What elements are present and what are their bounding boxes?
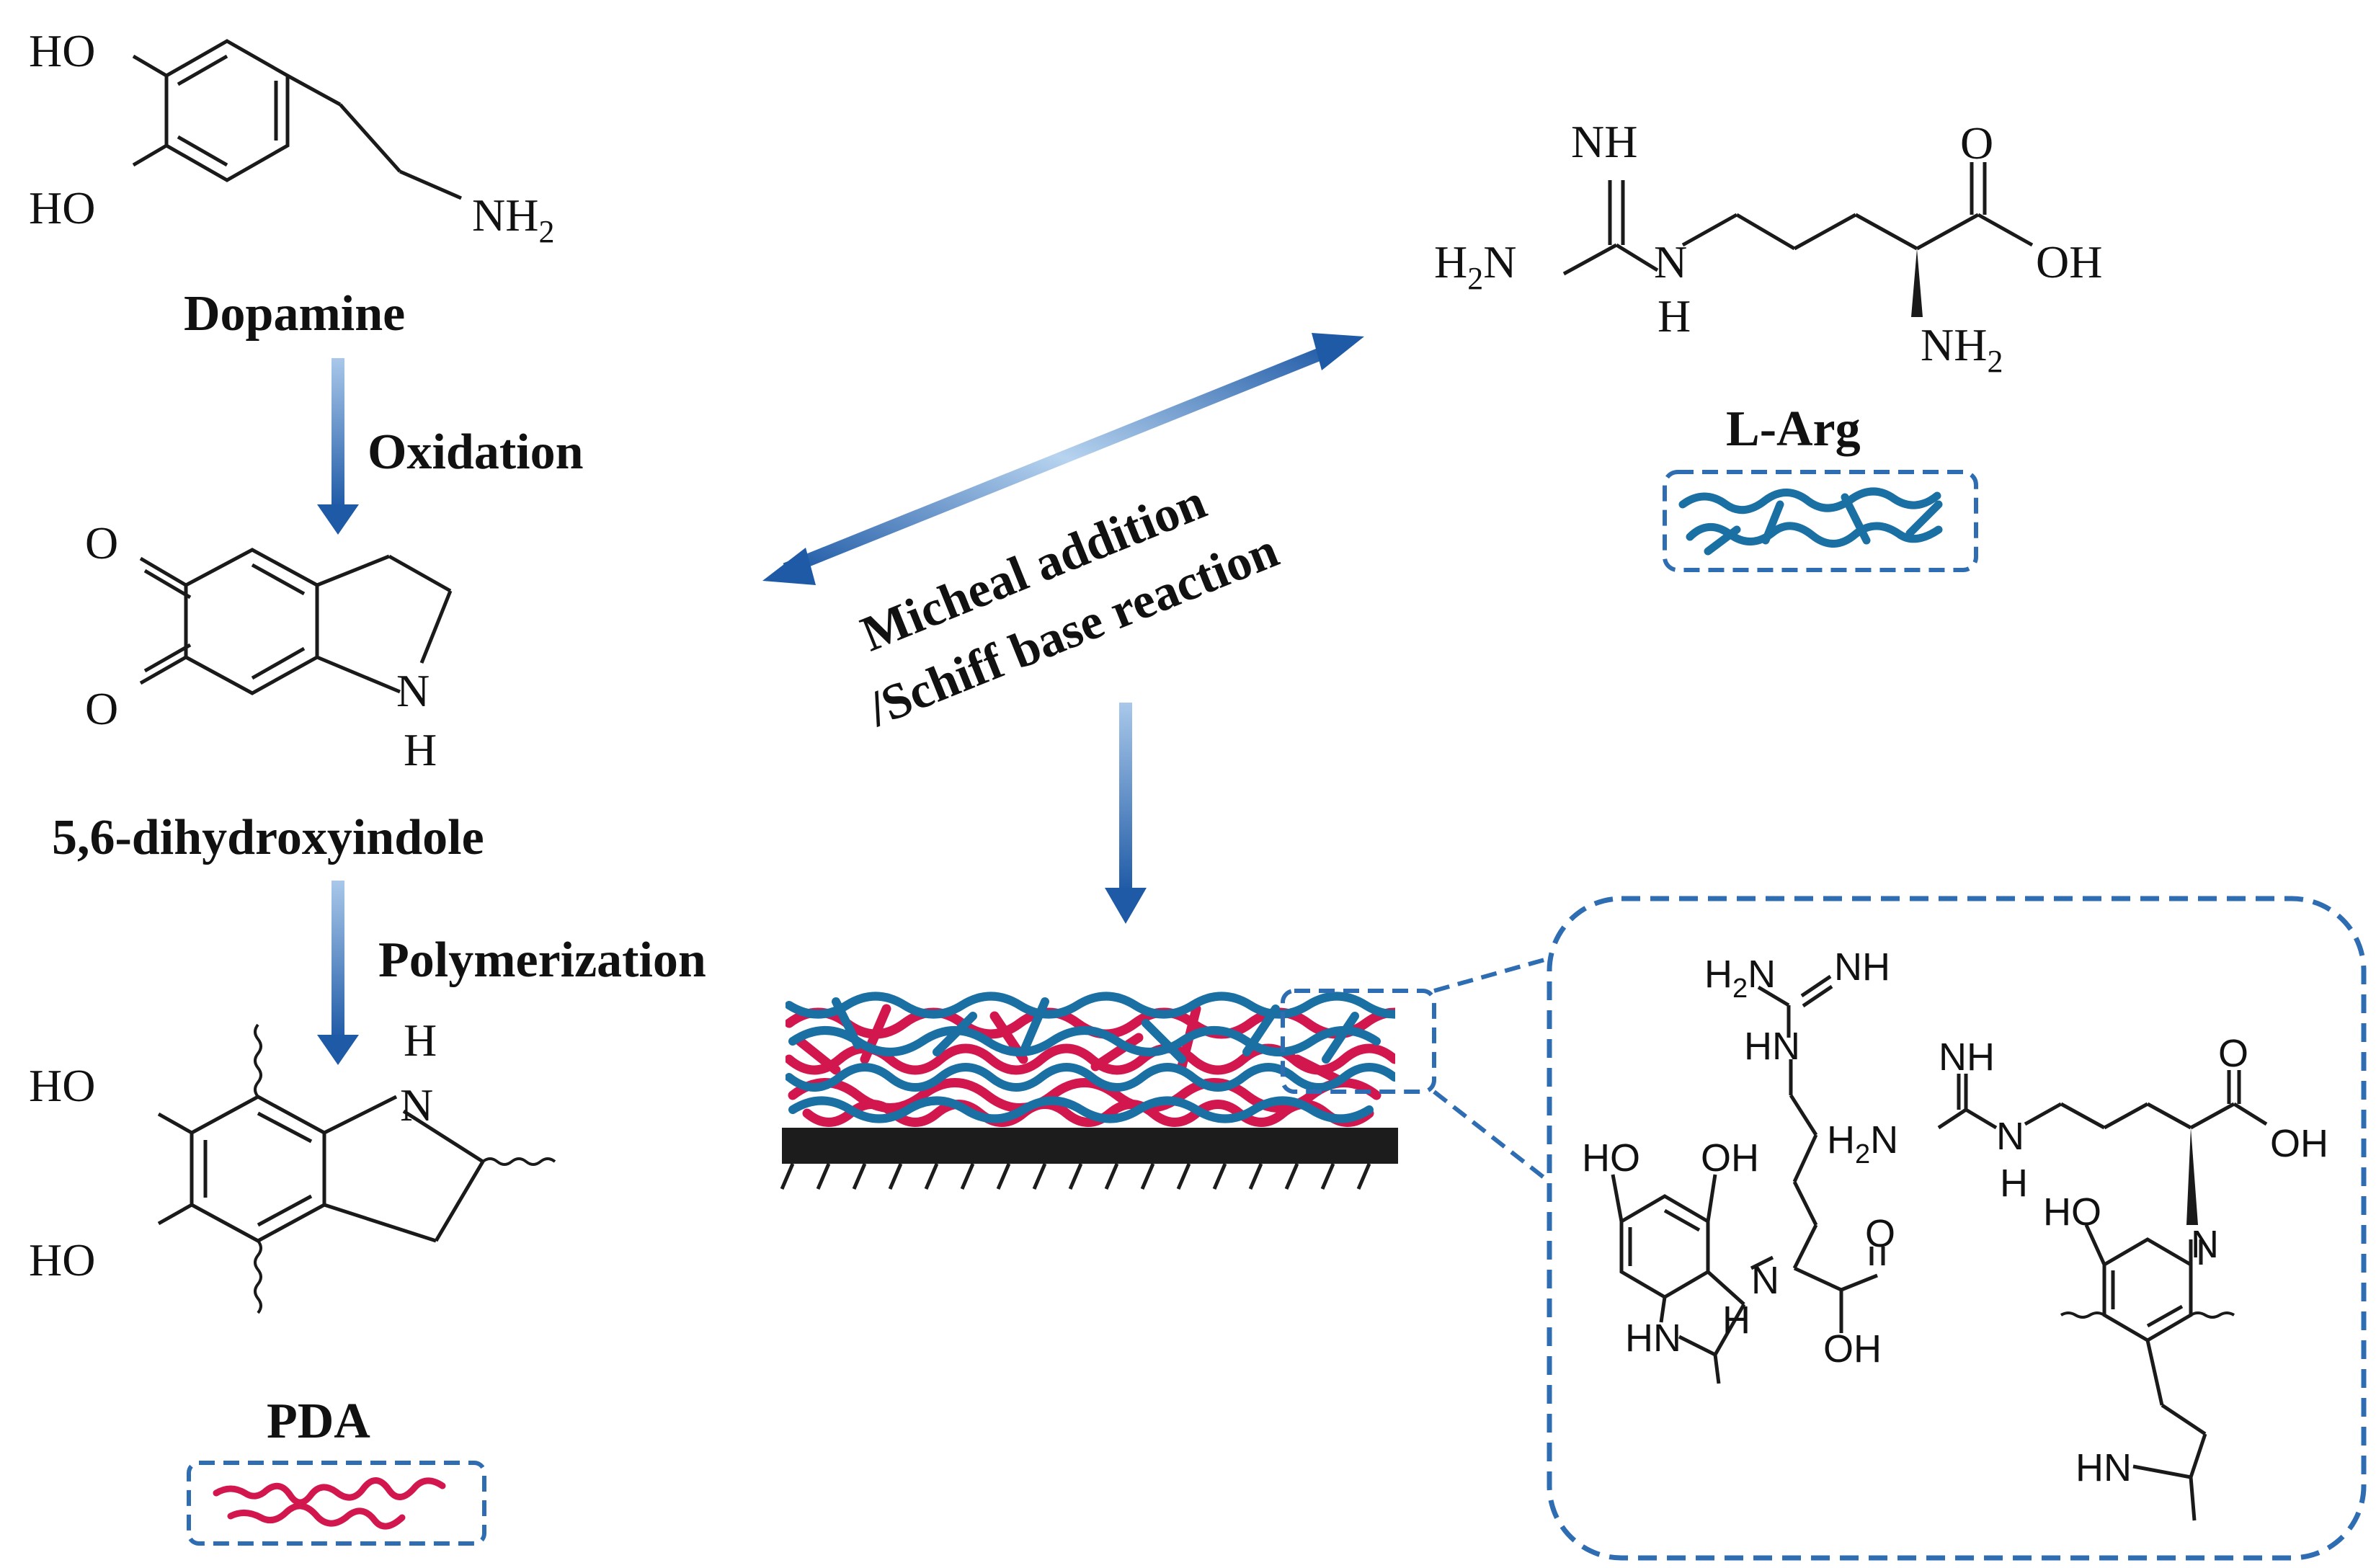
- pda-oh-bottom: HO: [29, 1234, 95, 1286]
- pda-oh-top: HO: [29, 1060, 95, 1111]
- detail-o-mid: O: [1865, 1212, 1895, 1255]
- detail-n-mid: N: [1751, 1259, 1779, 1302]
- larg-nh: NH: [1571, 116, 1637, 167]
- intermediate-o-top: O: [85, 517, 118, 569]
- pda-structure: [157, 1023, 556, 1314]
- intermediate-structure: [139, 548, 453, 695]
- reaction-label: Micheal addition /Schiff base reaction: [854, 474, 1286, 738]
- detail-frame: [1547, 896, 2367, 1561]
- detail-h2n-a: H2N: [1704, 953, 1776, 1004]
- pda-label: PDA: [267, 1394, 370, 1449]
- oxidation-label: Oxidation: [368, 424, 584, 480]
- detail-ho-right: HO: [2043, 1190, 2101, 1234]
- intermediate-label: 5,6-dihydroxyindole: [52, 810, 484, 865]
- larg-legend-box: [1663, 470, 1978, 572]
- larg-n: N: [1654, 236, 1687, 288]
- reaction-double-arrow: [762, 333, 1364, 585]
- intermediate-o-bottom: O: [85, 683, 118, 734]
- detail-h-mid: H: [1722, 1298, 1750, 1342]
- larg-oh: OH: [2036, 236, 2102, 288]
- detail-ho-1: HO: [1582, 1136, 1640, 1180]
- detail-h2n-b: H2N: [1827, 1118, 1898, 1170]
- zoom-connector: [1433, 956, 1551, 1184]
- film-arrow: [1105, 703, 1147, 924]
- detail-oh-1: OH: [1701, 1136, 1759, 1180]
- polymerization-arrow: [317, 881, 359, 1065]
- pda-h: H: [404, 1015, 437, 1066]
- substrate: [780, 1128, 1398, 1190]
- larg-h2n: H2N: [1434, 236, 1516, 296]
- dopamine-structure: [132, 39, 462, 200]
- intermediate-n: N: [396, 665, 430, 716]
- oxidation-arrow: [317, 358, 359, 535]
- larg-structure: [1562, 162, 2034, 317]
- detail-hn-left: HN: [1625, 1317, 1681, 1360]
- detail-hn-a: HN: [1744, 1025, 1800, 1068]
- pda-n: N: [400, 1079, 433, 1131]
- detail-nh-b: NH: [1939, 1035, 1995, 1079]
- larg-h: H: [1658, 290, 1691, 342]
- larg-label: L-Arg: [1726, 401, 1861, 457]
- dopamine-oh-top: HO: [29, 25, 95, 76]
- larg-nh2: NH2: [1921, 319, 2003, 379]
- detail-hn-right: HN: [2075, 1446, 2132, 1489]
- detail-oh-mid: OH: [1823, 1327, 1882, 1371]
- coating-film: [786, 989, 1436, 1127]
- detail-nh-a: NH: [1834, 945, 1890, 989]
- detail-n-b: N: [1996, 1115, 2024, 1158]
- detail-h-b: H: [2000, 1162, 2028, 1205]
- detail-structure: [1611, 974, 2268, 1521]
- pda-legend-box: [187, 1461, 486, 1546]
- larg-o: O: [1960, 117, 1993, 169]
- polymerization-label: Polymerization: [378, 932, 706, 988]
- detail-n-right: N: [2191, 1223, 2219, 1266]
- intermediate-h: H: [404, 724, 437, 775]
- detail-o-c: O: [2218, 1032, 2248, 1075]
- dopamine-amine: NH2: [472, 190, 554, 249]
- detail-oh-c: OH: [2270, 1122, 2328, 1165]
- dopamine-oh-bottom: HO: [29, 182, 95, 233]
- dopamine-label: Dopamine: [184, 286, 405, 342]
